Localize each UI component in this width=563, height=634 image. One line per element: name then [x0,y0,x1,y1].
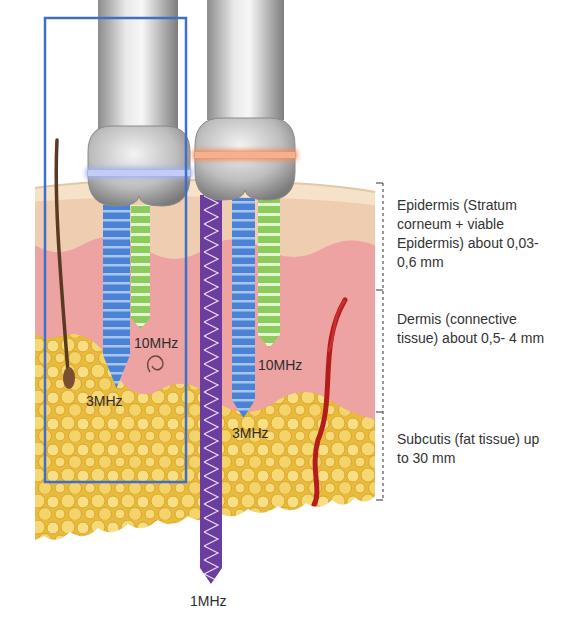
frequency-label: 10MHz [134,334,178,353]
handpiece-right [193,0,297,200]
beam-3mhz-right [232,198,255,418]
hair-follicle [63,367,75,389]
blood-vessel-branch [328,300,345,352]
beam-10mhz-left [131,205,150,329]
beam-1mhz [200,195,222,584]
handpiece-left [86,0,192,206]
layer-label: Subcutis (fat tissue) up to 30 mm [397,430,552,468]
frequency-label: 3MHz [232,424,269,443]
layer-label: Epidermis (Stratum corneum + viable Epid… [397,196,552,272]
depth-bracket [376,183,383,500]
beam-10mhz-right [258,198,280,348]
highlight-frame [45,18,186,482]
frequency-label: 10MHz [258,356,302,375]
blood-vessel [314,300,345,505]
frequency-label: 1MHz [190,592,227,611]
hair [56,140,68,372]
beam-3mhz-left [103,205,130,388]
curled-hair [148,356,163,372]
layer-label: Dermis (connective tissue) about 0,5- 4 … [397,310,552,348]
frequency-label: 3MHz [86,392,123,411]
